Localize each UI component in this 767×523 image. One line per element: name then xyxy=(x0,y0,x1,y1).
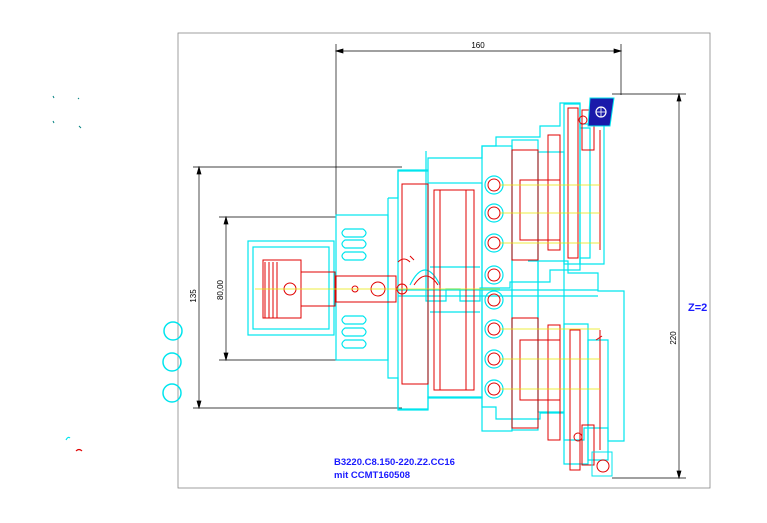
lower-insert xyxy=(591,451,613,477)
part-number-label: B3220.C8.150-220.Z2.CC16 xyxy=(334,457,455,468)
dim-top-width: 160 xyxy=(471,41,485,50)
drawing-frame xyxy=(177,32,711,489)
stray-markers xyxy=(52,95,82,129)
insert-note-label: mit CCMT160508 xyxy=(334,470,410,481)
centerlines xyxy=(255,184,600,390)
upper-insert xyxy=(587,97,615,127)
dimension-lines xyxy=(193,44,686,480)
detached-circles xyxy=(162,321,183,403)
dim-left-outer-height: 135 xyxy=(189,289,198,303)
stray-arcs xyxy=(65,436,83,452)
teeth-count-label: Z=2 xyxy=(688,302,707,314)
dim-right-height: 220 xyxy=(669,331,678,345)
dim-left-inner-height: 80,00 xyxy=(216,279,225,300)
